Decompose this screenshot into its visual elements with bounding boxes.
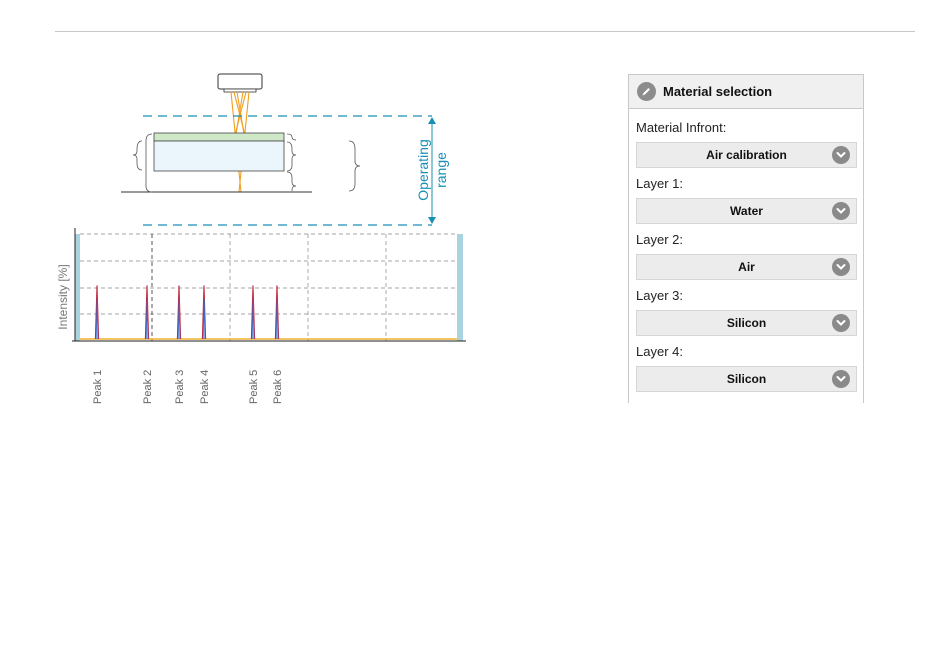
layer-4-select[interactable]: Silicon [636, 366, 857, 392]
panel-header: Material selection [629, 75, 863, 109]
pencil-icon [637, 82, 656, 101]
peak-label-2: Peak 2 [142, 370, 154, 404]
sensor-head [218, 74, 262, 92]
layer-2-label: Layer 2: [636, 233, 857, 247]
layer-3-select[interactable]: Silicon [636, 310, 857, 336]
chart-grid [80, 234, 457, 341]
layer-2-value: Air [637, 255, 856, 279]
chevron-down-icon[interactable] [832, 370, 850, 388]
layer-1-select[interactable]: Water [636, 198, 857, 224]
chevron-down-icon[interactable] [832, 314, 850, 332]
chevron-down-icon[interactable] [832, 202, 850, 220]
layer-1-label: Layer 1: [636, 177, 857, 191]
peak-4 [202, 285, 205, 339]
layer-3-label: Layer 3: [636, 289, 857, 303]
peak-label-6: Peak 6 [272, 370, 284, 404]
peak-1 [95, 285, 98, 339]
range-end-bar [457, 234, 463, 341]
peak-5 [251, 285, 254, 339]
peak-3 [177, 285, 180, 339]
operating-range-label: Operating [415, 139, 431, 200]
peak-label-1: Peak 1 [92, 370, 104, 404]
y-axis-label: Intensity [%] [56, 264, 70, 329]
material-infront-select[interactable]: Air calibration [636, 142, 857, 168]
range-start-bar [75, 234, 80, 341]
peak-label-5: Peak 5 [248, 370, 260, 404]
intensity-chart: Peak 1 Peak 2 Peak 3 Peak 4 Peak 5 Peak 6 Int… [56, 228, 466, 404]
material-selection-panel: Material selection Material Infront: Air… [628, 74, 864, 403]
layer-stack [121, 133, 312, 192]
layer-4-value: Silicon [637, 367, 856, 391]
material-infront-value: Air calibration [637, 143, 856, 167]
peak-2 [145, 285, 148, 339]
peak-6 [275, 285, 278, 339]
chevron-down-icon[interactable] [832, 258, 850, 276]
peak-label-4: Peak 4 [199, 370, 211, 404]
panel-title: Material selection [663, 84, 772, 99]
material-infront-label: Material Infront: [636, 121, 857, 135]
layer-4-label: Layer 4: [636, 345, 857, 359]
layer-1-value: Water [637, 199, 856, 223]
chevron-down-icon[interactable] [832, 146, 850, 164]
operating-range-label-2: range [433, 152, 449, 188]
sensor-diagram-figure: Operating range Peak 1 Peak 2 Peak 3 Peak 4… [0, 0, 560, 420]
layer-2-select[interactable]: Air [636, 254, 857, 280]
peak-label-3: Peak 3 [174, 370, 186, 404]
layer-3-value: Silicon [637, 311, 856, 335]
